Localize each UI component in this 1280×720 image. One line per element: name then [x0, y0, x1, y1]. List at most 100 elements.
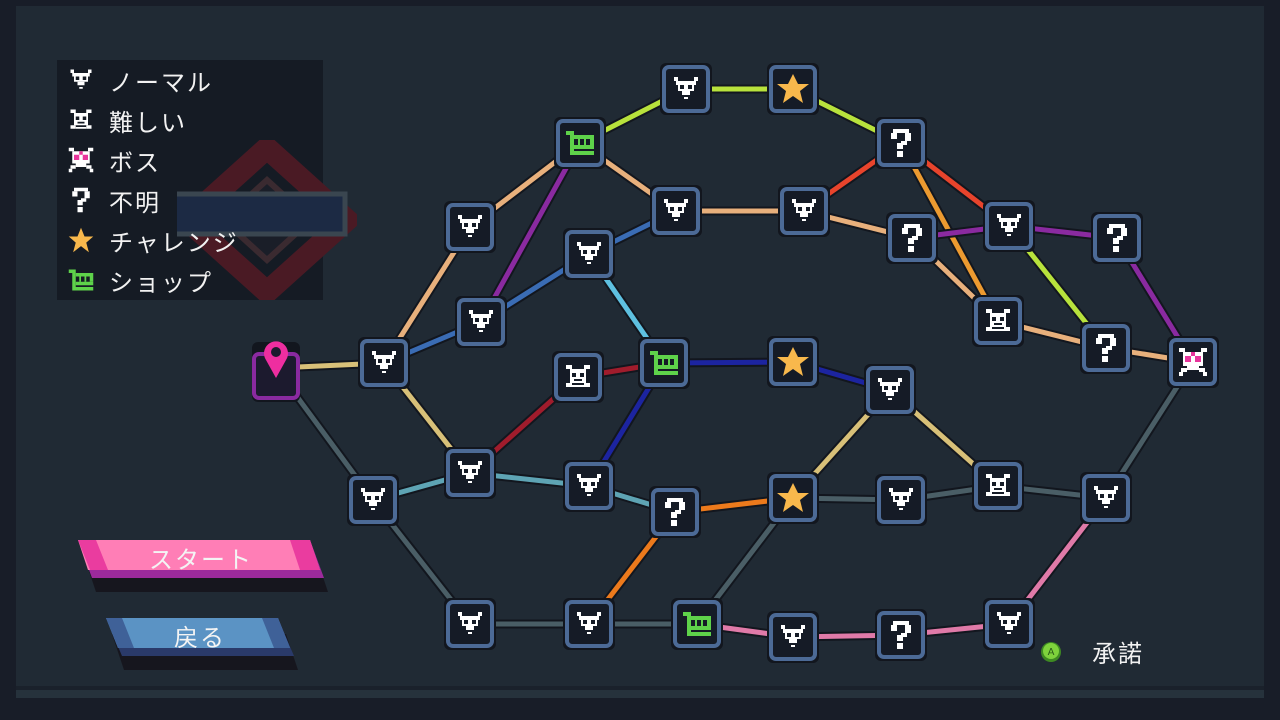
- map-node-challenge[interactable]: [767, 63, 819, 115]
- map-node-boss[interactable]: [1167, 336, 1219, 388]
- normal-enemy-icon: [577, 474, 601, 496]
- map-node-hard[interactable]: [972, 295, 1024, 347]
- legend-label-normal: ノーマル: [109, 68, 213, 97]
- map-node-normal[interactable]: [444, 447, 496, 499]
- star-icon: [68, 227, 94, 253]
- map-edges: [272, 84, 1197, 642]
- accept-label: 承諾: [1092, 640, 1144, 668]
- map-node-unknown[interactable]: [875, 117, 927, 169]
- map-node-normal[interactable]: [660, 63, 712, 115]
- question-mark-icon: [1096, 334, 1116, 362]
- map-node-hard[interactable]: [972, 460, 1024, 512]
- legend-label-hard: 難しい: [109, 108, 187, 137]
- normal-enemy-icon: [781, 625, 805, 647]
- start-button-shape: [78, 540, 328, 592]
- map-nodes: [252, 63, 1219, 663]
- map-node-unknown[interactable]: [875, 609, 927, 661]
- star-icon: [777, 347, 809, 376]
- map-node-normal[interactable]: [444, 201, 496, 253]
- hard-enemy-icon: [566, 365, 590, 387]
- map-node-normal[interactable]: [1080, 472, 1132, 524]
- question-mark-icon: [902, 224, 922, 252]
- hard-enemy-icon: [986, 309, 1010, 331]
- normal-enemy-icon: [458, 461, 482, 483]
- legend-emblem: [177, 140, 357, 300]
- legend-label-unknown: 不明: [109, 188, 161, 217]
- normal-enemy-icon: [889, 488, 913, 510]
- edge-n13-n3: [478, 141, 583, 324]
- normal-enemy-icon: [577, 612, 601, 634]
- map-node-shop[interactable]: [638, 337, 690, 389]
- normal-enemy-icon: [469, 310, 493, 332]
- star-icon: [777, 483, 809, 512]
- normal-enemy-icon: [458, 215, 482, 237]
- normal-enemy-icon: [674, 77, 698, 99]
- legend-item-boss: ボス: [57, 142, 161, 178]
- normal-enemy-icon: [664, 199, 688, 221]
- shopping-cart-icon: [68, 269, 94, 291]
- normal-enemy-icon: [878, 378, 902, 400]
- map-node-normal[interactable]: [875, 474, 927, 526]
- svg-text:A: A: [1048, 647, 1055, 658]
- start-button-label: スタート: [149, 545, 253, 574]
- shopping-cart-icon: [566, 131, 594, 155]
- question-mark-icon: [1107, 224, 1127, 252]
- legend-item-hard: 難しい: [57, 102, 187, 138]
- hard-enemy-icon: [70, 109, 92, 129]
- map-node-unknown[interactable]: [1091, 212, 1143, 264]
- map-node-normal[interactable]: [650, 185, 702, 237]
- map-node-shop[interactable]: [671, 598, 723, 650]
- map-node-normal[interactable]: [983, 598, 1035, 650]
- legend-item-challenge: チャレンジ: [57, 222, 239, 258]
- map-node-shop[interactable]: [554, 117, 606, 169]
- star-icon: [777, 74, 809, 103]
- accept-prompt[interactable]: A 承諾: [1040, 634, 1144, 669]
- map-node-normal[interactable]: [864, 364, 916, 416]
- normal-enemy-icon: [577, 242, 601, 264]
- frame-bottom-bar: [16, 690, 1264, 698]
- map-node-challenge[interactable]: [767, 336, 819, 388]
- map-node-normal[interactable]: [563, 598, 615, 650]
- normal-enemy-icon: [1094, 486, 1118, 508]
- legend-item-normal: ノーマル: [57, 62, 213, 98]
- boss-icon: [1179, 348, 1207, 376]
- legend-panel: ノーマル 難しい ボス 不明 チャレンジ ショップ: [57, 60, 357, 300]
- shopping-cart-icon: [683, 612, 711, 636]
- map-node-player[interactable]: [252, 341, 300, 402]
- map-node-unknown[interactable]: [886, 212, 938, 264]
- question-mark-icon: [891, 129, 911, 157]
- legend-item-shop: ショップ: [57, 262, 213, 298]
- map-node-normal[interactable]: [983, 200, 1035, 252]
- frame-shadow: [16, 686, 1264, 690]
- map-node-unknown[interactable]: [649, 486, 701, 538]
- map-node-normal[interactable]: [778, 185, 830, 237]
- map-node-normal[interactable]: [347, 474, 399, 526]
- back-button[interactable]: 戻る: [102, 614, 298, 670]
- map-node-normal[interactable]: [563, 460, 615, 512]
- question-mark-icon: [891, 621, 911, 649]
- legend-item-unknown: 不明: [57, 182, 161, 218]
- normal-enemy-icon: [372, 351, 396, 373]
- legend-label-boss: ボス: [109, 148, 161, 177]
- normal-enemy-icon: [997, 214, 1021, 236]
- location-pin-icon: [264, 341, 288, 378]
- a-button-icon: A: [1041, 641, 1061, 662]
- shopping-cart-icon: [650, 351, 678, 375]
- start-button[interactable]: スタート: [74, 536, 328, 592]
- map-node-normal[interactable]: [563, 228, 615, 280]
- map-node-normal[interactable]: [455, 296, 507, 348]
- normal-enemy-icon: [361, 488, 385, 510]
- question-mark-icon: [72, 187, 90, 213]
- back-button-shape: [106, 618, 298, 670]
- legend-label-challenge: チャレンジ: [109, 228, 239, 257]
- map-node-normal[interactable]: [358, 337, 410, 389]
- map-node-normal[interactable]: [444, 598, 496, 650]
- map-node-challenge[interactable]: [767, 472, 819, 524]
- normal-enemy-icon: [792, 199, 816, 221]
- map-node-hard[interactable]: [552, 351, 604, 403]
- boss-icon: [68, 147, 94, 173]
- map-node-normal[interactable]: [767, 611, 819, 663]
- map-node-unknown[interactable]: [1080, 322, 1132, 374]
- legend-label-shop: ショップ: [109, 268, 213, 297]
